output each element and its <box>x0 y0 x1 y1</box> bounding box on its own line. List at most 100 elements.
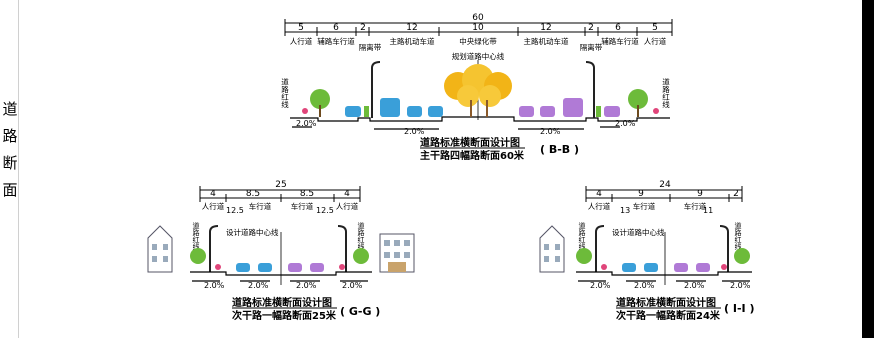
bb-seg-width: 10 <box>472 23 484 33</box>
bus-icon <box>563 98 583 117</box>
bb-seg-width: 2 <box>360 23 366 33</box>
bb-seg-width: 6 <box>333 23 339 33</box>
bb-seg-label: 辅路车行道 <box>601 36 639 46</box>
bb-road-surface <box>290 116 670 130</box>
ii-section-code: ( I-I ) <box>724 302 754 315</box>
ii-offset-right: 11 <box>703 206 713 215</box>
gg-subtitle: 次干路一幅路断面25米 <box>232 309 337 322</box>
street-lamp-icon <box>595 225 605 272</box>
ii-seg-width: 2 <box>733 189 739 199</box>
car-icon <box>258 263 272 272</box>
bb-title: 道路标准横断面设计图 <box>420 136 520 149</box>
car-icon <box>540 106 555 117</box>
pedestrian-icon <box>215 264 221 270</box>
street-lamp-icon <box>337 225 347 272</box>
bb-seg-label: 人行道 <box>290 36 313 46</box>
bb-seg-label: 人行道 <box>644 36 667 46</box>
car-icon <box>428 106 443 117</box>
ii-slope: 2.0% <box>684 281 705 290</box>
gg-seg-label: 车行道 <box>291 201 314 211</box>
gg-dim-ticks <box>199 186 361 202</box>
bb-seg-width: 12 <box>540 23 551 33</box>
car-icon <box>345 106 361 117</box>
bb-subtitle: 主干路四幅路断面60米 <box>420 149 525 162</box>
ii-slope: 2.0% <box>730 281 751 290</box>
left-frame-strip <box>0 0 19 338</box>
bb-total-width: 60 <box>472 13 484 23</box>
gg-seg-width: 8.5 <box>300 189 314 199</box>
ii-red-line-label-left: 道路红线 <box>578 221 586 250</box>
car-icon <box>236 263 250 272</box>
ii-seg-label: 车行道 <box>684 201 707 211</box>
bb-vehicles <box>302 98 659 117</box>
pedestrian-icon <box>339 264 345 270</box>
bb-seg-label: 中央绿化带 <box>459 36 497 46</box>
gg-trees <box>190 248 369 264</box>
ii-centerline-label: 设计道路中心线 <box>612 227 665 237</box>
building-icon <box>539 225 565 273</box>
ii-seg-label: 人行道 <box>588 201 611 211</box>
ii-total-width: 24 <box>659 180 671 190</box>
bb-seg-label: 主路机动车道 <box>524 36 569 46</box>
ii-slope: 2.0% <box>634 281 655 290</box>
bb-seg-width: 5 <box>652 23 658 33</box>
gg-seg-width: 8.5 <box>246 189 260 199</box>
bb-median-trees <box>444 64 512 117</box>
gg-vehicles <box>215 263 345 272</box>
gg-total-width: 25 <box>275 180 286 190</box>
section-ii: 24 4 9 9 2 人行道 车行道 车行道 13 11 道路红线 道路红线 设… <box>539 180 754 322</box>
bb-section-code: ( B-B ) <box>540 143 579 156</box>
gg-street-lamps <box>209 225 347 272</box>
car-icon <box>407 106 422 117</box>
tree-icon <box>310 89 330 109</box>
ii-trees <box>576 248 750 264</box>
bb-street-lamps <box>371 61 595 118</box>
street-lamp-icon <box>371 61 381 118</box>
bb-seg-label: 隔离带 <box>359 42 382 52</box>
car-icon <box>674 263 688 272</box>
bb-slope: 2.0% <box>404 127 425 136</box>
bb-side-trees <box>310 89 648 117</box>
ii-red-line-label-right: 道路红线 <box>734 221 742 250</box>
gg-slope: 2.0% <box>248 281 269 290</box>
tree-icon <box>628 89 648 109</box>
tree-icon <box>190 248 206 264</box>
ii-title: 道路标准横断面设计图 <box>616 296 716 309</box>
ii-seg-label: 车行道 <box>633 201 656 211</box>
street-lamp-icon <box>719 225 729 272</box>
gg-road-surface <box>190 271 372 282</box>
pedestrian-icon <box>302 108 308 114</box>
ii-dim-ticks <box>585 186 743 202</box>
car-icon <box>644 263 658 272</box>
gg-slope: 2.0% <box>342 281 363 290</box>
gg-seg-label: 人行道 <box>202 201 225 211</box>
section-bb: 60 5 6 2 12 10 12 2 6 5 人行道 辅路车行道 隔离带 主路… <box>280 13 673 162</box>
side-title-char: 面 <box>2 181 18 199</box>
tree-icon <box>353 248 369 264</box>
gg-seg-width: 4 <box>210 189 216 199</box>
ii-road-surface <box>576 271 752 282</box>
bus-icon <box>380 98 400 117</box>
gg-seg-label: 人行道 <box>336 201 359 211</box>
bb-seg-width: 6 <box>615 23 621 33</box>
side-title-char: 道 <box>2 100 18 118</box>
section-gg: 25 4 8.5 8.5 4 人行道 车行道 车行道 人行道 12.5 12.5… <box>147 180 415 322</box>
side-title-char: 路 <box>2 127 18 145</box>
ii-street-lamps <box>595 225 729 272</box>
ii-seg-width: 9 <box>697 189 703 199</box>
gg-title: 道路标准横断面设计图 <box>232 296 332 309</box>
gg-slope: 2.0% <box>296 281 317 290</box>
bb-seg-width: 2 <box>588 23 594 33</box>
car-icon <box>696 263 710 272</box>
bb-red-line-label-right: 道路红线 <box>661 77 670 109</box>
ii-subtitle: 次干路一幅路断面24米 <box>616 309 721 322</box>
pedestrian-icon <box>721 264 727 270</box>
ii-buildings <box>539 225 565 273</box>
car-icon <box>310 263 324 272</box>
bb-seg-label: 辅路车行道 <box>317 36 355 46</box>
tree-icon <box>576 248 592 264</box>
vertical-side-title: 道 路 断 面 <box>1 96 19 204</box>
bb-dim-ticks <box>284 19 673 36</box>
ii-seg-width: 4 <box>596 189 602 199</box>
